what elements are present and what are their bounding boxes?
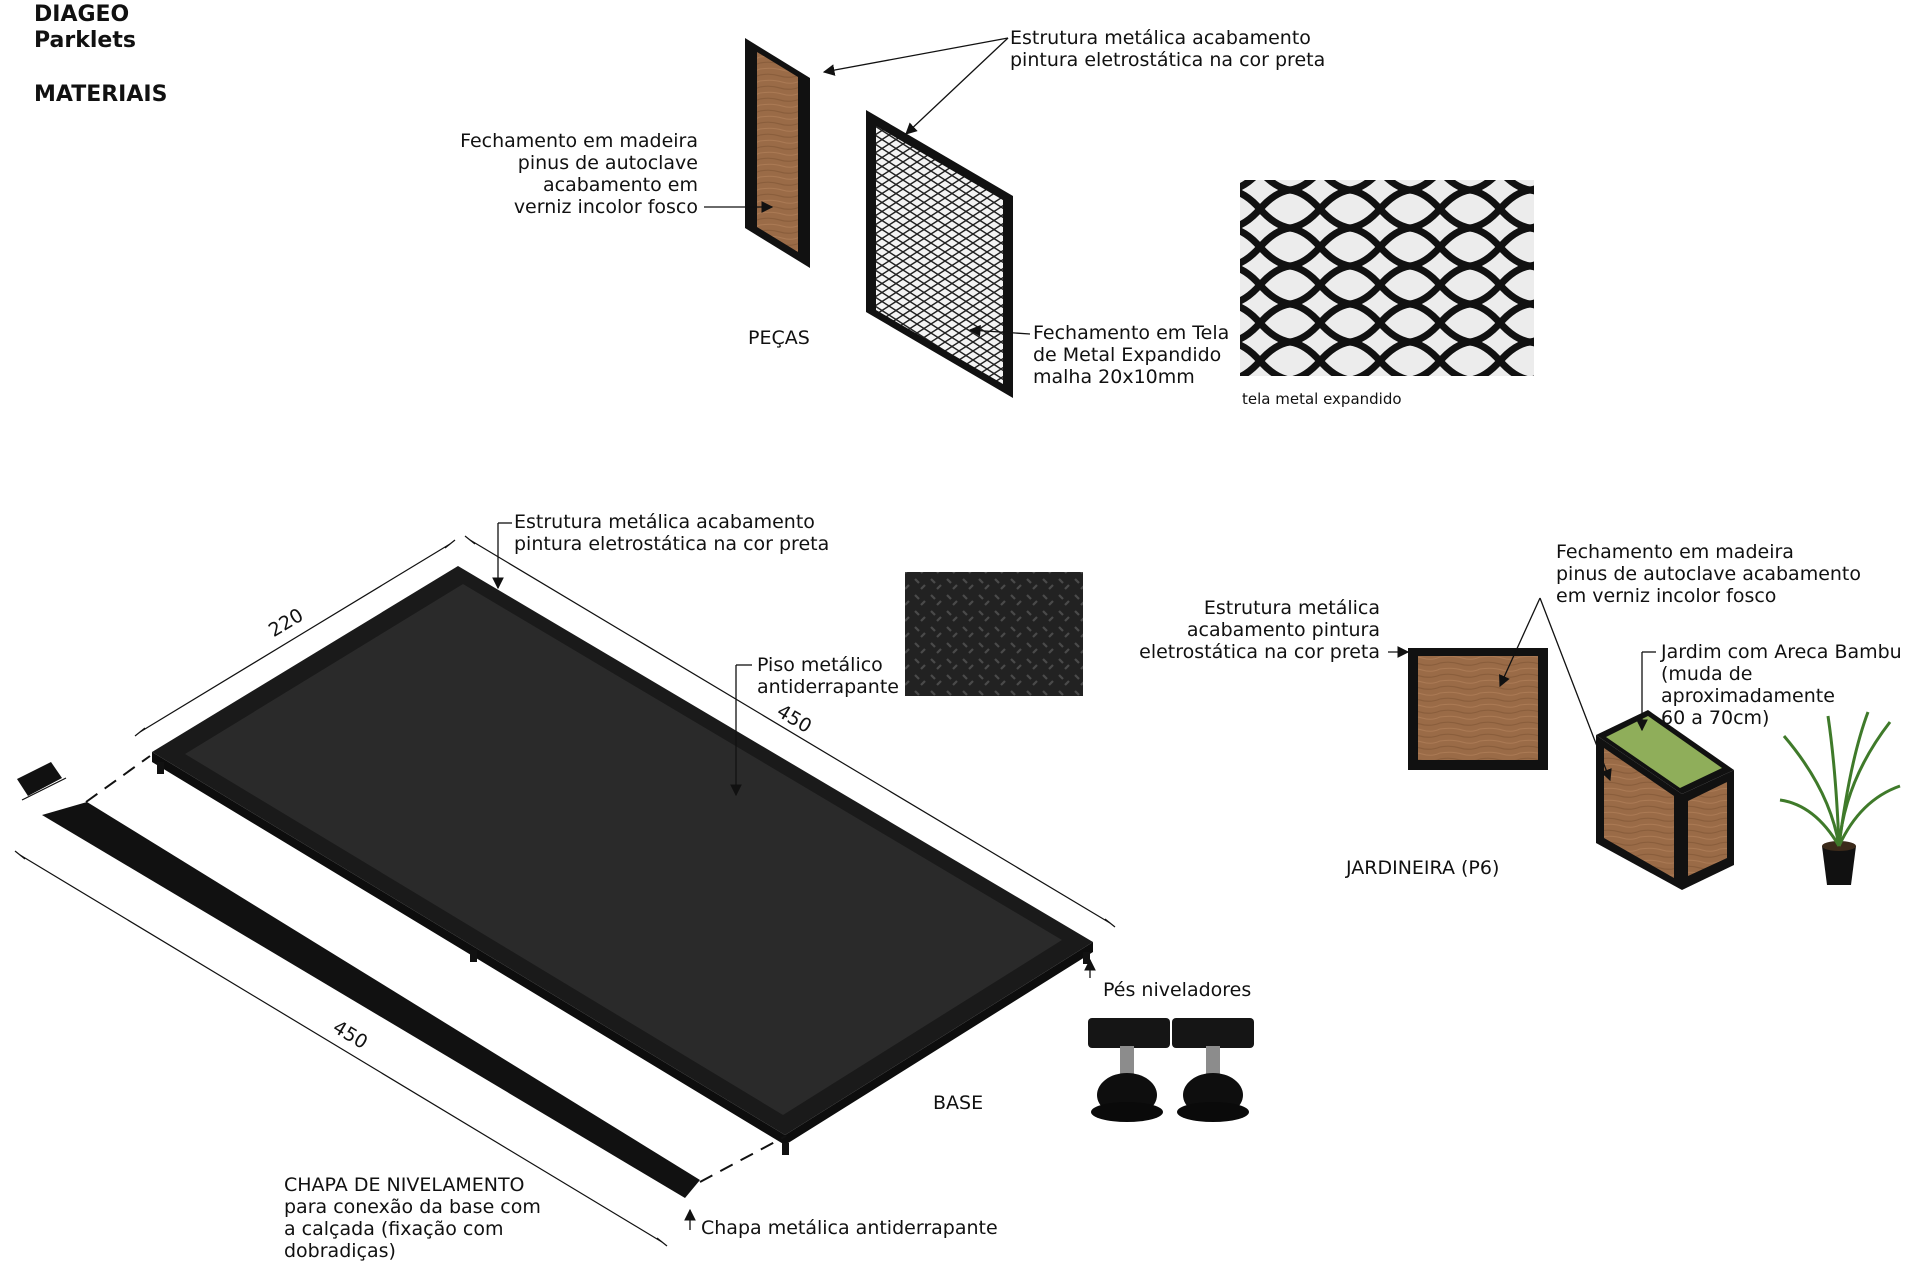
base-leader-lines: [492, 522, 1096, 1230]
pecas-structure-label: Estrutura metálica acabamento pintura el…: [1010, 27, 1326, 71]
small-plate-detail: [17, 762, 62, 796]
base-floor-label: Piso metálico antiderrapante: [757, 654, 899, 698]
chapa-description: para conexão da base com a calçada (fixa…: [284, 1196, 541, 1262]
base-structure-label: Estrutura metálica acabamento pintura el…: [514, 511, 830, 555]
wood-panel-piece: [745, 38, 810, 268]
chapa-title: CHAPA DE NIVELAMENTO: [284, 1174, 525, 1196]
section-title: MATERIAIS: [34, 82, 168, 107]
base-section-label: BASE: [933, 1092, 984, 1114]
tread-plate-photo: [905, 572, 1083, 696]
pecas-section-label: PEÇAS: [748, 327, 810, 349]
brand-title: DIAGEO: [34, 2, 130, 27]
pecas-mesh-label: Fechamento em Tela de Metal Expandido ma…: [1033, 322, 1230, 388]
jardineira-wood-label: Fechamento em madeira pinus de autoclave…: [1556, 541, 1862, 607]
planter-isometric: [1596, 710, 1734, 890]
pecas-leader-lines: [704, 37, 1031, 337]
mesh-panel-piece: [866, 110, 1013, 398]
chapa-plate-label: Chapa metálica antiderrapante: [701, 1217, 998, 1239]
mesh-photo-caption: tela metal expandido: [1242, 390, 1402, 408]
jardineira-garden-label: Jardim com Areca Bambu (muda de aproxima…: [1661, 641, 1902, 729]
leveling-plate: [42, 802, 700, 1198]
pecas-wood-label: Fechamento em madeira pinus de autoclave…: [460, 130, 698, 218]
dimension-lines: [14, 535, 1116, 1247]
jardineira-section-label: JARDINEIRA (P6): [1346, 857, 1500, 879]
expanded-metal-photo: [1240, 180, 1534, 376]
jardineira-structure-label: Estrutura metálica acabamento pintura el…: [1139, 597, 1380, 663]
areca-plant-photo: [1779, 711, 1901, 885]
planter-front-view: [1408, 648, 1548, 770]
plate-connector-lines: [85, 755, 787, 1183]
base-platform: [152, 566, 1093, 1155]
base-feet-label: Pés niveladores: [1103, 979, 1252, 1001]
jardineira-leader-lines: [1388, 597, 1656, 782]
leveling-feet-photo: [1088, 1018, 1254, 1122]
project-title: Parklets: [34, 28, 136, 53]
